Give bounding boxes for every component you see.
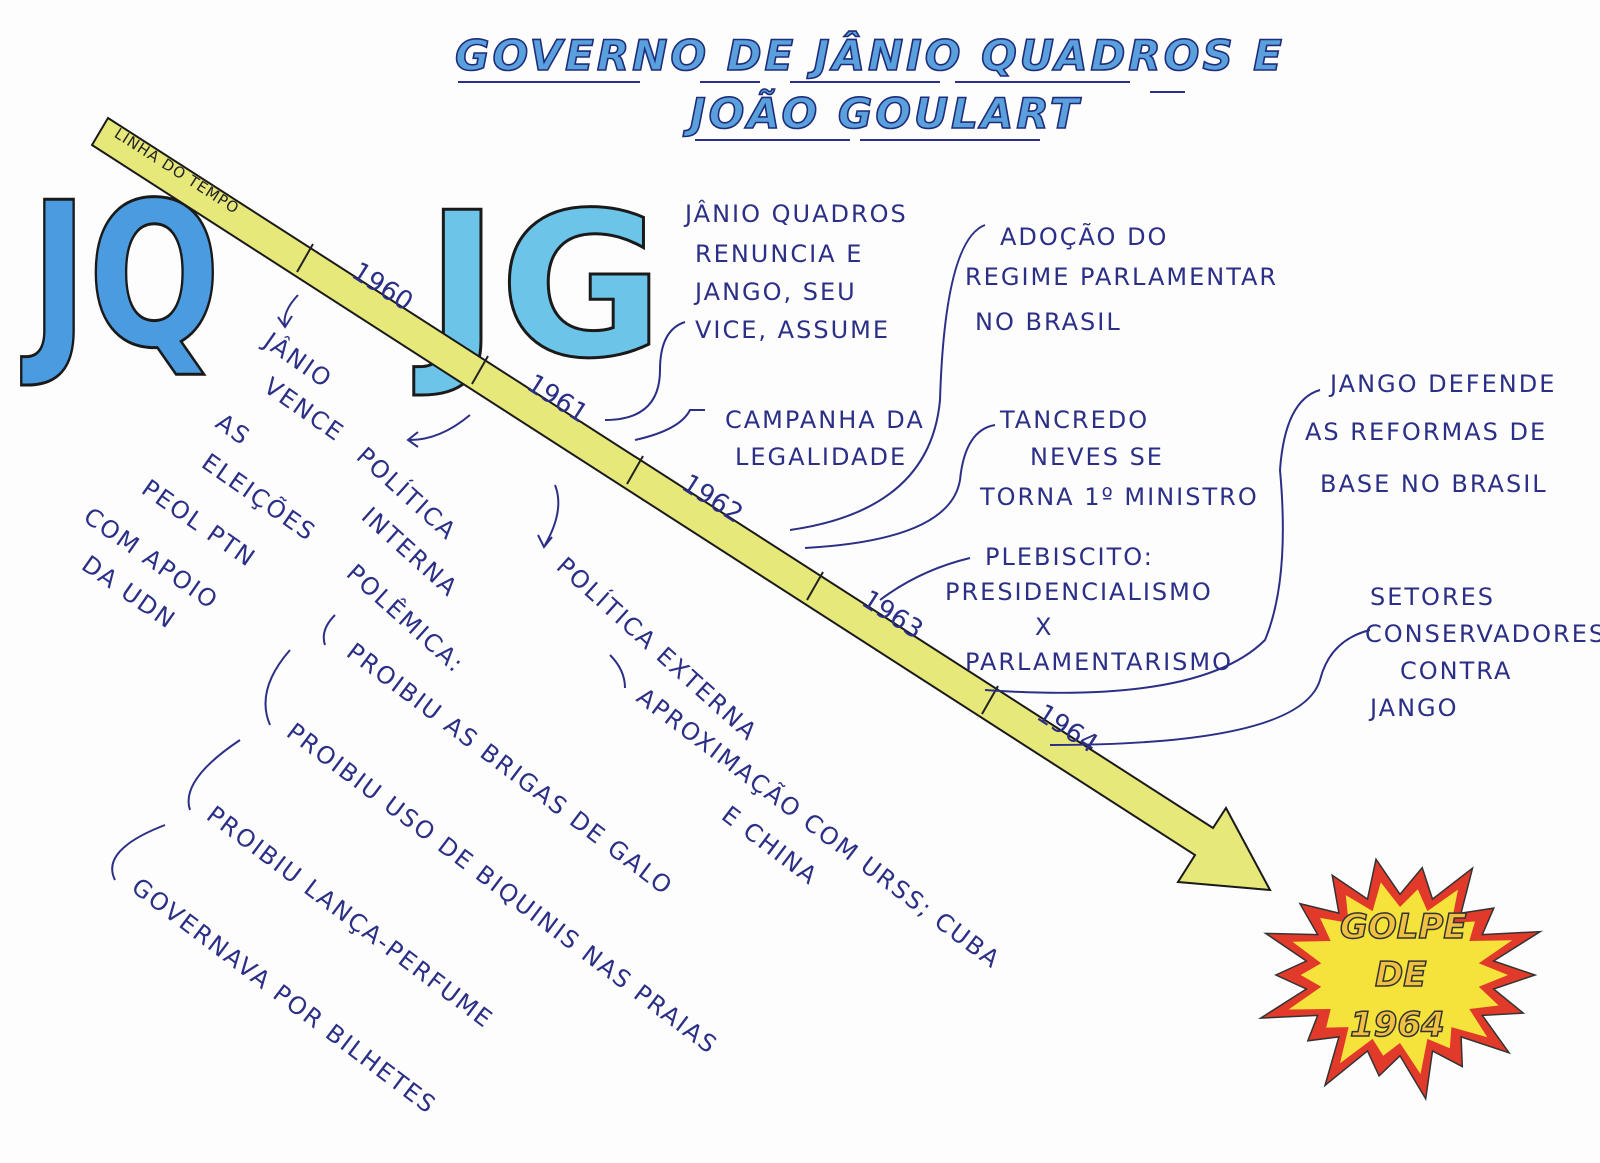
plebiscito-line: X (1035, 613, 1053, 641)
arrow-renuncia (604, 321, 686, 421)
arrows-proibicoes (111, 614, 336, 881)
legalidade-line: CAMPANHA DA (725, 406, 925, 434)
tancredo-line: TANCREDO (999, 406, 1149, 434)
tancredo-line: NEVES SE (1030, 443, 1164, 471)
setores-line: CONTRA (1400, 657, 1512, 685)
arrow-politica-interna (406, 414, 471, 448)
golpe-line-2: DE (1375, 955, 1426, 995)
tancredo-line: TORNA 1º MINISTRO (979, 483, 1259, 511)
golpe-line-1: GOLPE (1340, 907, 1467, 947)
title-underline (458, 81, 1185, 141)
timeline-tick (296, 243, 314, 273)
arrow-reformas (984, 389, 1321, 694)
arrow-setores (1049, 629, 1371, 746)
golpe-line-3: 1964 (1350, 1005, 1445, 1045)
renuncia-line: JANGO, SEU (693, 278, 857, 306)
title-line-1: GOVERNO DE JÂNIO QUADROS E (455, 30, 1285, 80)
janio-vence-line: VENCE (259, 372, 350, 447)
adocao-line: REGIME PARLAMENTAR (965, 263, 1278, 291)
plebiscito-line: PLEBISCITO: (985, 543, 1154, 571)
reformas-line: JANGO DEFENDE (1328, 370, 1556, 398)
setores-line: JANGO (1368, 694, 1459, 722)
reformas-line: AS REFORMAS DE (1305, 418, 1547, 446)
reformas-line: BASE NO BRASIL (1320, 470, 1548, 498)
arrow-adocao (789, 224, 986, 531)
legalidade-line: LEGALIDADE (735, 443, 907, 471)
arrow-janio-vence (277, 294, 299, 329)
golpe-de-1964-badge: GOLPE DE 1964 (1257, 857, 1544, 1102)
timeline-tick (806, 571, 824, 601)
renuncia-line: VICE, ASSUME (695, 316, 890, 344)
plebiscito-line: PARLAMENTARISMO (965, 648, 1233, 676)
starburst-inner (1288, 882, 1513, 1074)
timeline-tick (471, 355, 489, 385)
renuncia-line: RENUNCIA E (695, 240, 863, 268)
adocao-line: NO BRASIL (975, 308, 1122, 336)
arrow-plebiscito (879, 557, 971, 601)
arrow-aproximacao (609, 654, 626, 689)
setores-line: SETORES (1370, 583, 1495, 611)
janio-vence-line: AS (211, 408, 256, 451)
timeline-tick (626, 455, 644, 485)
proibicao-item: PROIBIU AS BRIGAS DE GALO (341, 637, 678, 901)
initials-jg: JG (413, 170, 664, 403)
proibicao-item: GOVERNAVA POR BILHETES (126, 872, 442, 1119)
setores-line: CONSERVADORES (1365, 620, 1600, 648)
right-blocks: JÂNIO QUADROS RENUNCIA E JANGO, SEU VICE, A… (683, 199, 1600, 722)
renuncia-line: JÂNIO QUADROS (683, 199, 908, 228)
arrow-tancredo (804, 424, 996, 549)
title-line-2: JOÃO GOULART (683, 88, 1082, 138)
arrow-legalidade (634, 409, 705, 441)
timeline-arrow (90, 116, 1272, 892)
aproximacao-line-1: APROXIMAÇÃO COM URSS; CUBA (631, 681, 1007, 975)
adocao-line: ADOÇÃO DO (1000, 221, 1168, 251)
plebiscito-line: PRESIDENCIALISMO (945, 578, 1213, 606)
arrow-politica-externa (537, 484, 560, 549)
